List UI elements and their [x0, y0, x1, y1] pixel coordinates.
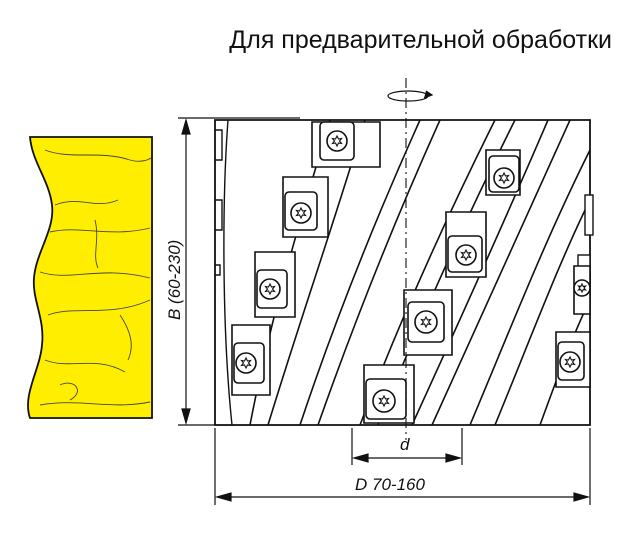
workpiece — [27, 136, 153, 419]
slot-dimension-label: d — [400, 435, 410, 454]
left-edge — [215, 119, 233, 426]
insert — [485, 149, 521, 196]
workpiece-shape — [27, 136, 153, 419]
wood-grain — [39, 149, 152, 406]
insert — [282, 176, 329, 238]
diagram-title: Для предварительной обработки — [229, 26, 612, 54]
height-dimension-label: B (60-230) — [165, 240, 184, 320]
rotation-arrow-icon — [387, 90, 434, 102]
insert — [445, 211, 487, 278]
insert — [254, 251, 296, 318]
slot-dimension — [351, 428, 463, 465]
insert — [311, 121, 381, 168]
torx-screw-icon — [240, 134, 587, 408]
diameter-dimension — [214, 428, 591, 505]
diameter-dimension-label: D 70-160 — [355, 475, 425, 494]
